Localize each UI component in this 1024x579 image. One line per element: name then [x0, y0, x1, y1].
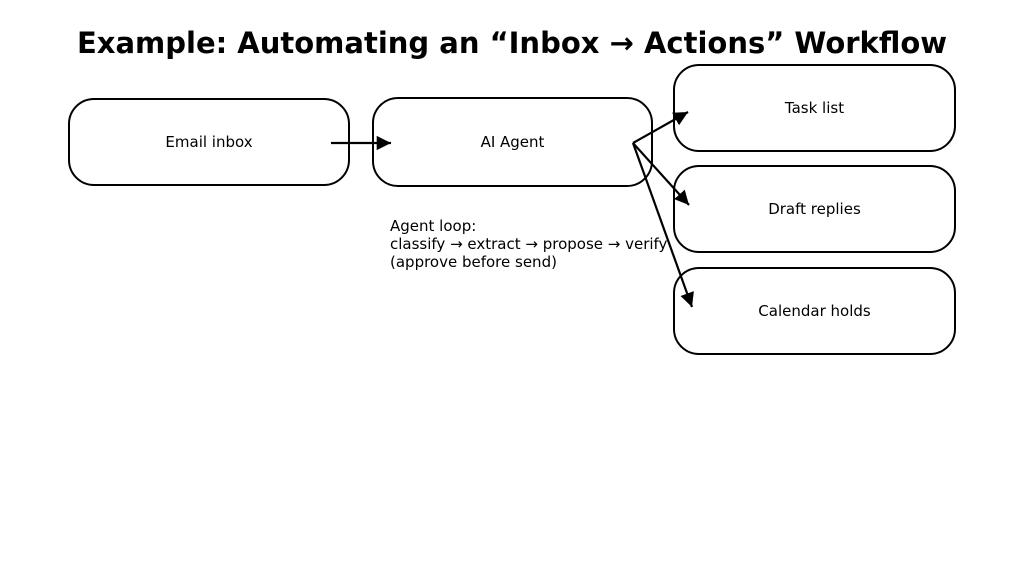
node-email-inbox-label: Email inbox	[165, 133, 253, 151]
node-draft-replies-label: Draft replies	[768, 200, 861, 218]
node-calendar-holds: Calendar holds	[673, 267, 956, 355]
node-ai-agent-label: AI Agent	[480, 133, 545, 151]
node-calendar-holds-label: Calendar holds	[758, 302, 871, 320]
node-ai-agent: AI Agent	[372, 97, 653, 187]
agent-loop-annotation-line2: classify → extract → propose → verify	[390, 235, 668, 253]
agent-loop-annotation-line3: (approve before send)	[390, 253, 557, 271]
node-draft-replies: Draft replies	[673, 165, 956, 253]
node-task-list: Task list	[673, 64, 956, 152]
agent-loop-annotation-line1: Agent loop:	[390, 217, 477, 235]
node-task-list-label: Task list	[784, 99, 845, 117]
agent-loop-annotation: Agent loop: classify → extract → propose…	[390, 217, 667, 271]
slide-title: Example: Automating an “Inbox → Actions”…	[76, 26, 948, 60]
node-email-inbox: Email inbox	[68, 98, 350, 186]
